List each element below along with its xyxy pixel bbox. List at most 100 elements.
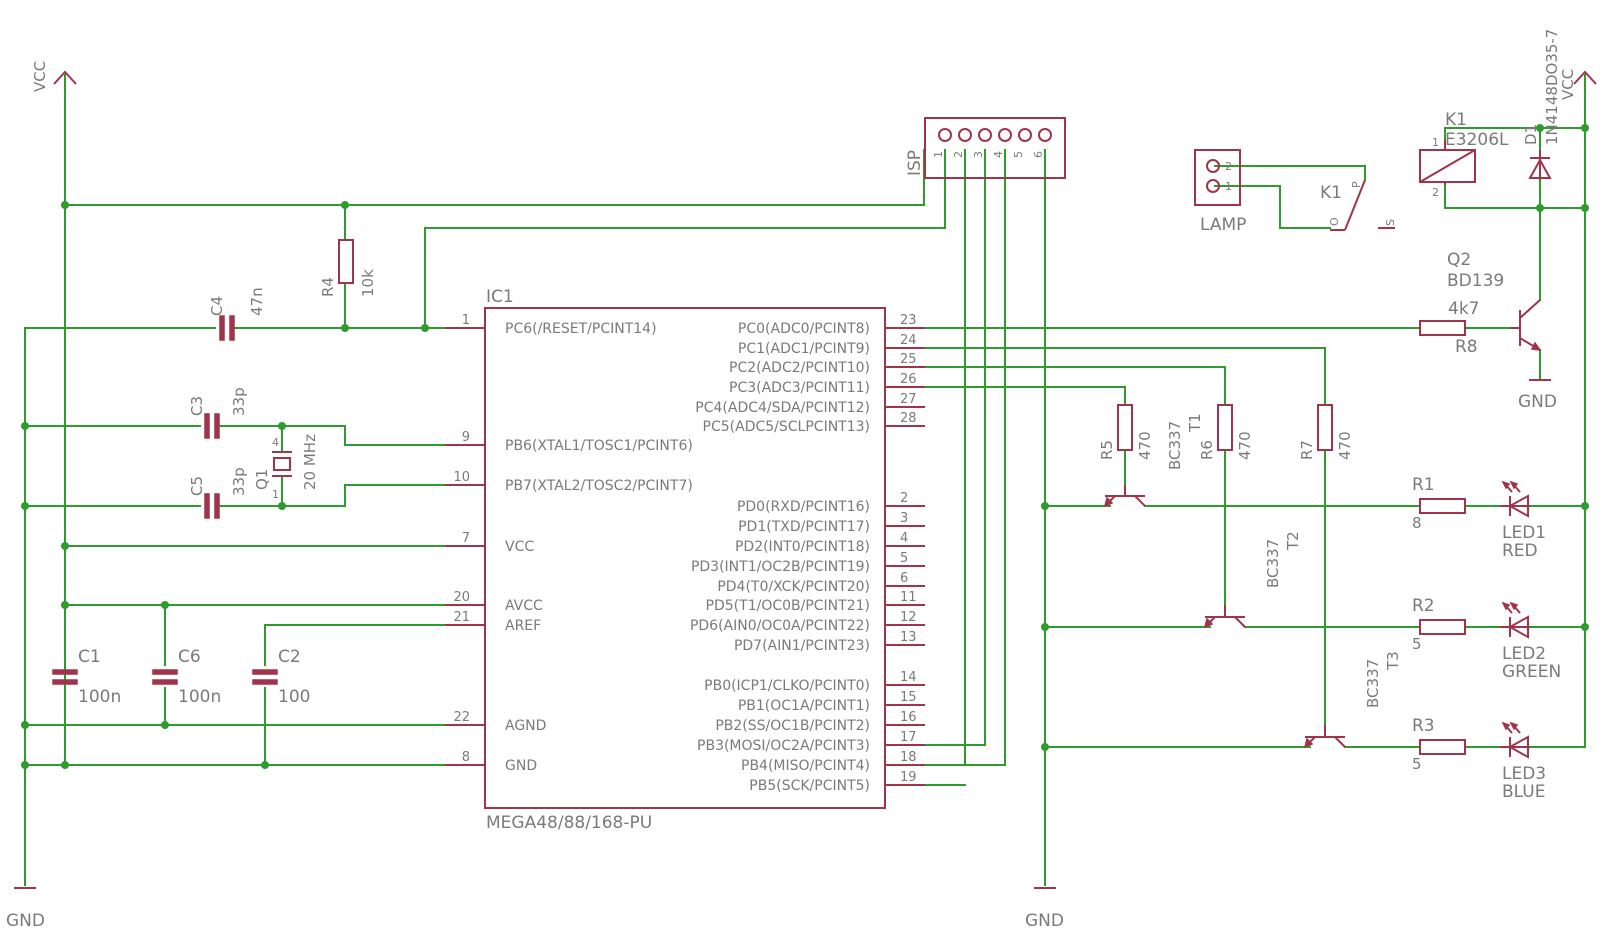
ic1: IC1 MEGA48/88/168-PU 1PC6(/RESET/PCINT14… bbox=[445, 287, 925, 833]
ic-pin-name: PD3(INT1/OC2B/PCINT19) bbox=[691, 559, 870, 575]
q1-pin4: 4 bbox=[272, 436, 279, 449]
ic-pin-name: PB2(SS/OC1B/PCINT2) bbox=[715, 718, 870, 734]
ic-pin-name: PB7(XTAL2/TOSC2/PCINT7) bbox=[505, 478, 693, 494]
r8-name: R8 bbox=[1455, 337, 1478, 357]
ic-pin-number: 17 bbox=[900, 730, 917, 745]
c2-value: 100 bbox=[278, 687, 310, 707]
isp-connector: ISP 1 2 3 4 5 6 bbox=[905, 117, 1066, 179]
c1-name: C1 bbox=[78, 647, 101, 667]
r6-name: R6 bbox=[1198, 440, 1216, 460]
led2-icon: LED2 GREEN bbox=[1500, 601, 1561, 682]
resistor-r7: R7 470 bbox=[1298, 404, 1354, 460]
r8-value: 4k7 bbox=[1448, 299, 1479, 319]
relay-coil-k1: 1 2 K1 E3206L bbox=[1419, 110, 1509, 199]
ic-pin-number: 13 bbox=[900, 630, 917, 645]
led1-value: RED bbox=[1502, 541, 1538, 561]
c5-value: 33p bbox=[230, 467, 248, 496]
gnd-symbol-mid: GND bbox=[1025, 887, 1064, 931]
capacitor-c3: C3 33p bbox=[188, 387, 248, 439]
led3-icon: LED3 BLUE bbox=[1500, 721, 1546, 802]
diode-d1: D1 1N4148DO35-7 bbox=[1522, 29, 1561, 180]
ic-pin-name: GND bbox=[505, 758, 537, 774]
ic-pin-name: PB5(SCK/PCINT5) bbox=[749, 778, 870, 794]
k1-contact-s: S bbox=[1384, 219, 1397, 226]
isp-pin-6: 6 bbox=[1032, 151, 1045, 158]
ic-pin-number: 26 bbox=[900, 372, 917, 387]
r1-name: R1 bbox=[1412, 475, 1435, 495]
c4-value: 47n bbox=[248, 287, 266, 316]
ic-pin-name: PC4(ADC4/SDA/PCINT12) bbox=[695, 400, 870, 416]
c5-name: C5 bbox=[188, 476, 206, 496]
ic-pin-name: PB4(MISO/PCINT4) bbox=[741, 758, 870, 774]
k1-coil-pin1: 1 bbox=[1432, 136, 1439, 149]
ic-pin-name: PC3(ADC3/PCINT11) bbox=[729, 380, 870, 396]
vcc-symbol-left: VCC bbox=[31, 61, 77, 92]
ic-pin-number: 27 bbox=[900, 392, 917, 407]
r7-name: R7 bbox=[1298, 440, 1316, 460]
c1-value: 100n bbox=[78, 687, 121, 707]
c3-value: 33p bbox=[230, 387, 248, 416]
ic-pin-name: PD4(T0/XCK/PCINT20) bbox=[717, 579, 870, 595]
vcc-label-right: VCC bbox=[1559, 69, 1577, 100]
ic-pin-number: 19 bbox=[900, 770, 917, 785]
ic-pin-name: PD5(T1/OC0B/PCINT21) bbox=[706, 598, 870, 614]
ic-pin-number: 8 bbox=[462, 750, 470, 765]
ic-pin-name: PD6(AIN0/OC0A/PCINT22) bbox=[690, 618, 870, 634]
ic-pin-number: 16 bbox=[900, 710, 917, 725]
led3-name: LED3 bbox=[1502, 764, 1546, 784]
ic-pin-name: PB3(MOSI/OC2A/PCINT3) bbox=[697, 738, 870, 754]
transistor-q2: Q2 BD139 bbox=[1447, 250, 1542, 351]
t3-name: T3 bbox=[1384, 651, 1402, 671]
ic-pin-number: 23 bbox=[900, 313, 917, 328]
crystal-q1: 4 1 Q1 20 MHz bbox=[253, 434, 319, 501]
q2-value: BD139 bbox=[1447, 271, 1504, 291]
ic-pin-number: 28 bbox=[900, 411, 917, 426]
r2-value: 5 bbox=[1412, 635, 1422, 653]
k1-contact-o: O bbox=[1328, 217, 1341, 226]
led1-name: LED1 bbox=[1502, 523, 1546, 543]
resistor-r5: R5 470 bbox=[1098, 404, 1154, 460]
ic-pin-name: AVCC bbox=[505, 598, 543, 614]
resistor-r8: 4k7 R8 bbox=[1419, 299, 1479, 357]
q1-value: 20 MHz bbox=[301, 434, 319, 490]
capacitor-c2: C2 100 bbox=[252, 647, 310, 707]
gnd-label-q2: GND bbox=[1518, 392, 1557, 412]
r4-value: 10k bbox=[359, 269, 377, 297]
r3-value: 5 bbox=[1412, 755, 1422, 773]
ic-pin-number: 18 bbox=[900, 750, 917, 765]
q2-name: Q2 bbox=[1447, 250, 1471, 270]
ic-pin-number: 6 bbox=[900, 571, 908, 586]
isp-name: ISP bbox=[905, 150, 925, 176]
ic-pin-number: 9 bbox=[462, 430, 470, 445]
q1-pin1: 1 bbox=[272, 488, 279, 501]
resistor-r4: R4 10k bbox=[319, 239, 377, 297]
k1-coil-name: K1 bbox=[1445, 110, 1467, 130]
resistor-r1: R1 8 bbox=[1412, 475, 1466, 532]
ic-pin-name: PD2(INT0/PCINT18) bbox=[735, 539, 870, 555]
r3-name: R3 bbox=[1412, 716, 1435, 736]
r2-name: R2 bbox=[1412, 596, 1435, 616]
k1-coil-pin2: 2 bbox=[1432, 186, 1439, 199]
relay-contact-k1: P O S K1 bbox=[1320, 179, 1397, 231]
c4-name: C4 bbox=[208, 296, 226, 316]
d1-value: 1N4148DO35-7 bbox=[1543, 29, 1561, 145]
t2-name: T2 bbox=[1284, 531, 1302, 551]
ic-pin-number: 1 bbox=[462, 313, 470, 328]
ic-pin-number: 5 bbox=[900, 551, 908, 566]
ic-pin-name: PC0(ADC0/PCINT8) bbox=[738, 321, 870, 337]
ic-pin-name: PC5(ADC5/SCLPCINT13) bbox=[703, 419, 870, 435]
led1-icon: LED1 RED bbox=[1500, 480, 1546, 561]
ic-pin-name: PB6(XTAL1/TOSC1/PCINT6) bbox=[505, 438, 693, 454]
led2-name: LED2 bbox=[1502, 644, 1546, 664]
ic-pin-name: PC6(/RESET/PCINT14) bbox=[505, 321, 657, 337]
ic-pin-number: 14 bbox=[900, 670, 917, 685]
d1-name: D1 bbox=[1522, 124, 1540, 145]
resistor-r2: R2 5 bbox=[1412, 596, 1466, 653]
r6-value: 470 bbox=[1236, 431, 1254, 460]
lamp-pin1: 1 bbox=[1225, 180, 1232, 193]
transistor-t2: BC337 T2 bbox=[1203, 531, 1302, 629]
led2-value: GREEN bbox=[1502, 662, 1561, 682]
c2-name: C2 bbox=[278, 647, 301, 667]
ic-pin-number: 12 bbox=[900, 610, 917, 625]
resistor-r6: R6 470 bbox=[1198, 404, 1254, 460]
